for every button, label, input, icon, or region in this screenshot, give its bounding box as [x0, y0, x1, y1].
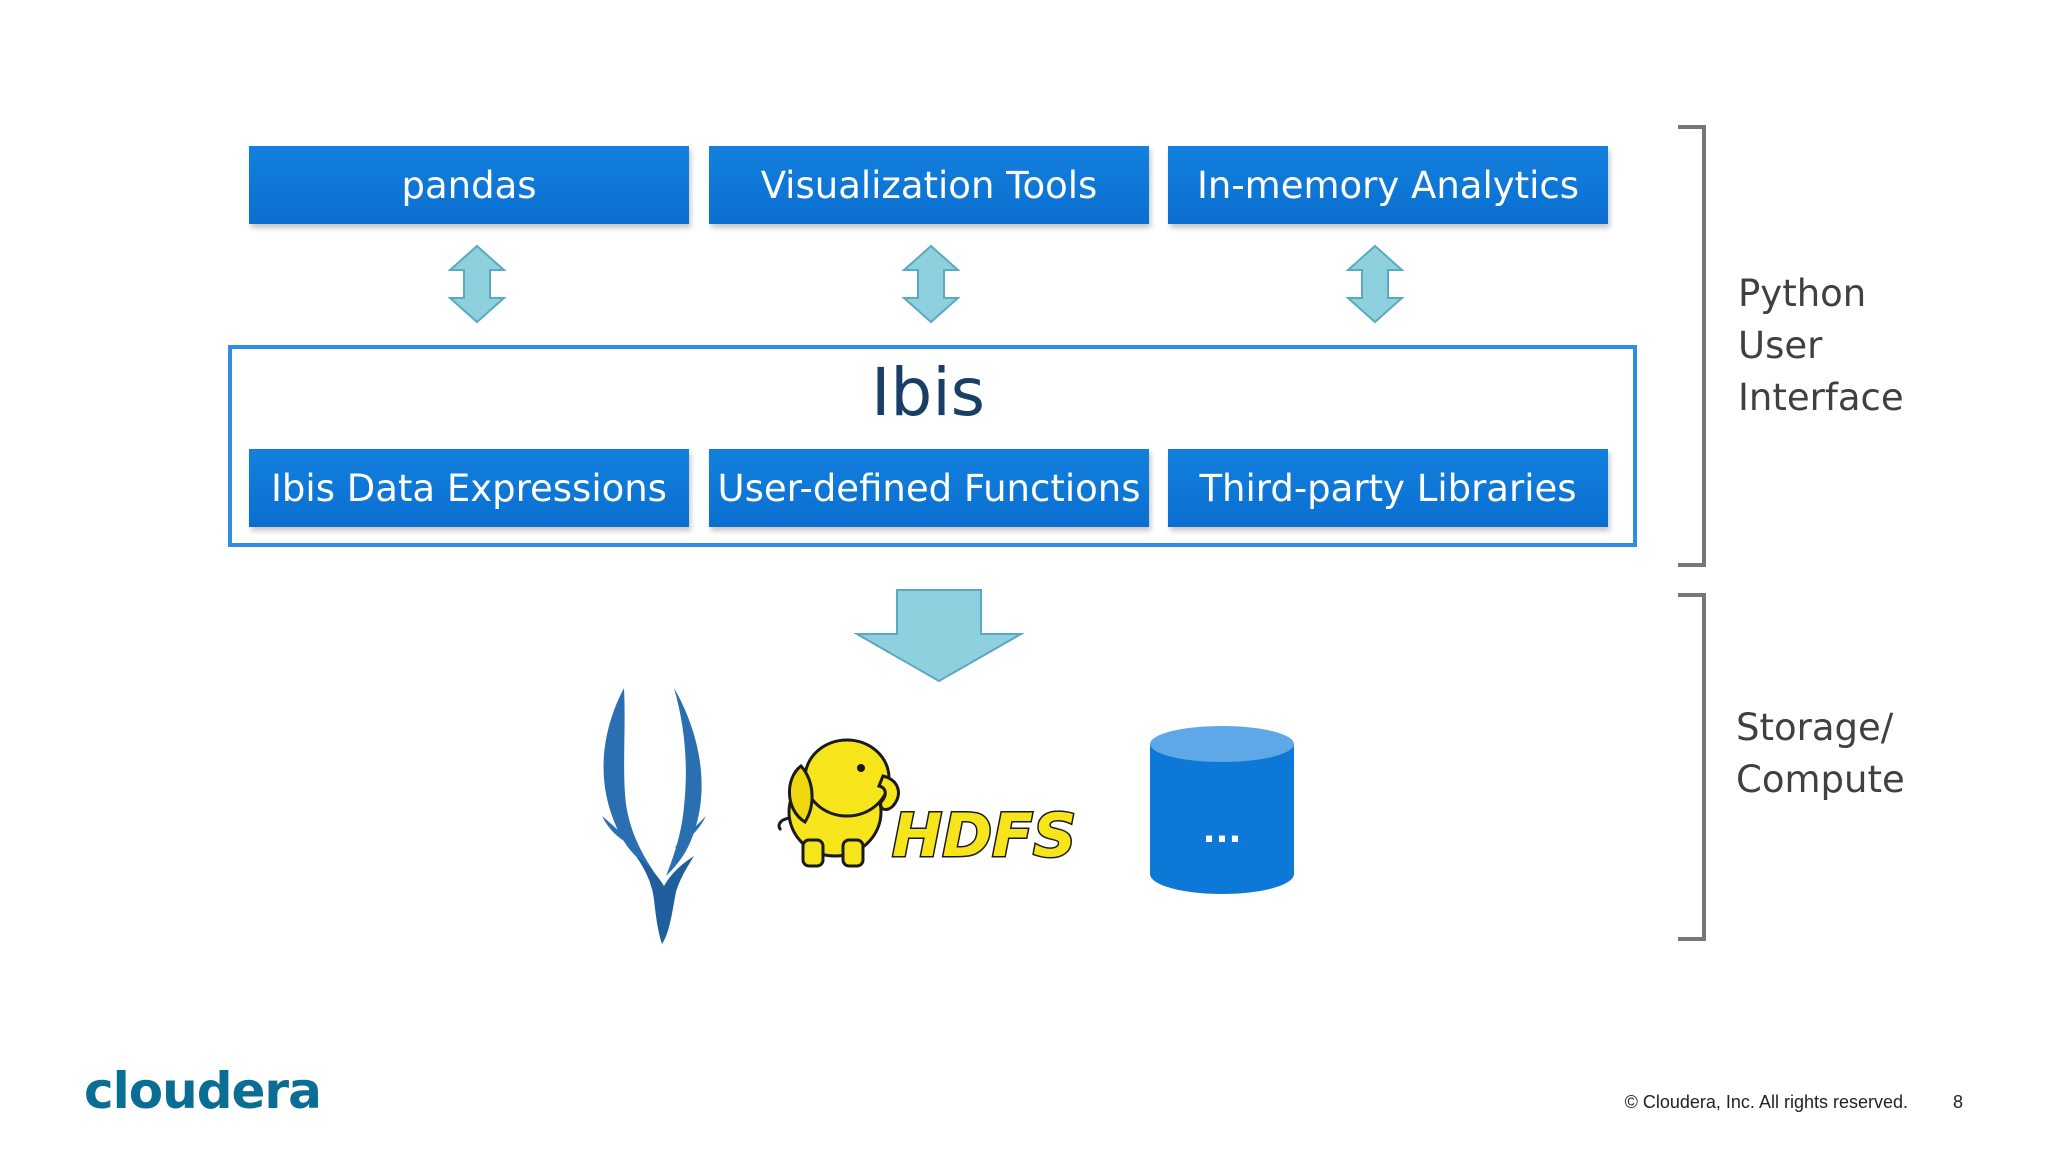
python-user-interface-label: Python User Interface: [1738, 272, 1904, 419]
database-cylinder-icon: ...: [1150, 726, 1294, 894]
storage-compute-bracket: [1678, 593, 1706, 941]
cylinder-label: ...: [1203, 811, 1242, 851]
hdfs-logo: HDFS: [891, 800, 1078, 873]
third-party-libraries-box: Third-party Libraries: [1168, 449, 1608, 527]
user-defined-functions-box: User-defined Functions: [709, 449, 1149, 527]
storage-compute-label: Storage/ Compute: [1736, 706, 1905, 801]
pandas-box: pandas: [249, 146, 689, 224]
copyright-text: © Cloudera, Inc. All rights reserved.: [1624, 1092, 1908, 1112]
double-arrow-icon: [1345, 244, 1405, 324]
visualization-tools-box: Visualization Tools: [709, 146, 1149, 224]
python-ui-bracket: [1678, 125, 1706, 567]
hadoop-elephant-icon: [777, 738, 900, 868]
double-arrow-icon: [901, 244, 961, 324]
cloudera-logo: cloudera: [84, 1062, 322, 1120]
impala-logo-icon: [602, 688, 706, 944]
double-arrow-icon: [447, 244, 507, 324]
ibis-data-expressions-box: Ibis Data Expressions: [249, 449, 689, 527]
ibis-title: Ibis: [870, 354, 986, 431]
page-number: 8: [1953, 1092, 1964, 1112]
hdfs-label: HDFS: [892, 801, 1076, 871]
down-arrow-icon: [853, 589, 1025, 683]
in-memory-analytics-box: In-memory Analytics: [1168, 146, 1608, 224]
